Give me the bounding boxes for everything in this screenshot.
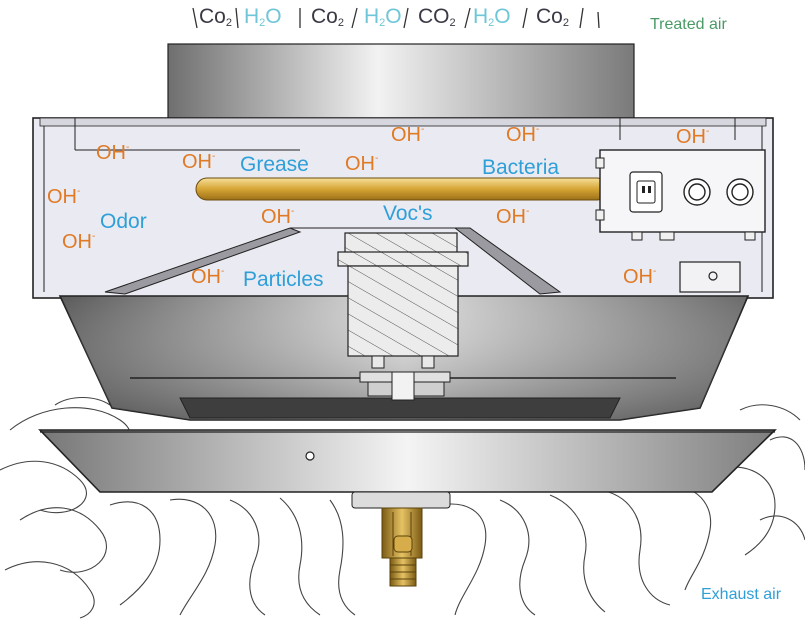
drip-tray (38, 429, 777, 493)
co2-molecule-1: Co2 (199, 5, 232, 29)
hydroxyl-label: OH- (47, 186, 81, 208)
odor-label: Odor (100, 210, 147, 233)
hydroxyl-label: OH- (62, 231, 96, 253)
fan-motor (337, 232, 469, 401)
uv-lamp (195, 177, 609, 201)
hydroxyl-label: OH- (623, 266, 657, 288)
exhaust-air-label: Exhaust air (701, 586, 782, 603)
grease-label: Grease (240, 153, 309, 176)
access-port (679, 261, 741, 293)
co2-molecule-3: CO2 (418, 5, 456, 29)
electrical-box (595, 149, 766, 241)
co2-molecule-4: Co2 (536, 5, 569, 29)
hydroxyl-label: OH- (506, 124, 540, 146)
hydroxyl-label: OH- (345, 153, 379, 175)
hydroxyl-label: OH- (96, 142, 130, 164)
hydroxyl-label: OH- (191, 266, 225, 288)
hydroxyl-label: OH- (261, 206, 295, 228)
drain-fitting (351, 491, 451, 587)
h2o-molecule-2: H2O (364, 5, 402, 29)
bacteria-label: Bacteria (482, 156, 560, 179)
h2o-molecule-3: H2O (473, 5, 511, 29)
h2o-molecule-1: H2O (244, 5, 282, 29)
treated-air-label: Treated air (650, 16, 727, 33)
vocs-label: Voc's (383, 202, 433, 225)
hydroxyl-label: OH- (496, 206, 530, 228)
hydroxyl-label: OH- (676, 126, 710, 148)
exhaust-smoke (0, 396, 805, 619)
baffle-left (104, 227, 302, 295)
treated-air-lines (192, 7, 600, 29)
co2-molecule-2: Co2 (311, 5, 344, 29)
hydroxyl-label: OH- (391, 124, 425, 146)
exhaust-collar (167, 43, 635, 121)
particles-label: Particles (243, 268, 324, 291)
hydroxyl-label: OH- (182, 151, 216, 173)
